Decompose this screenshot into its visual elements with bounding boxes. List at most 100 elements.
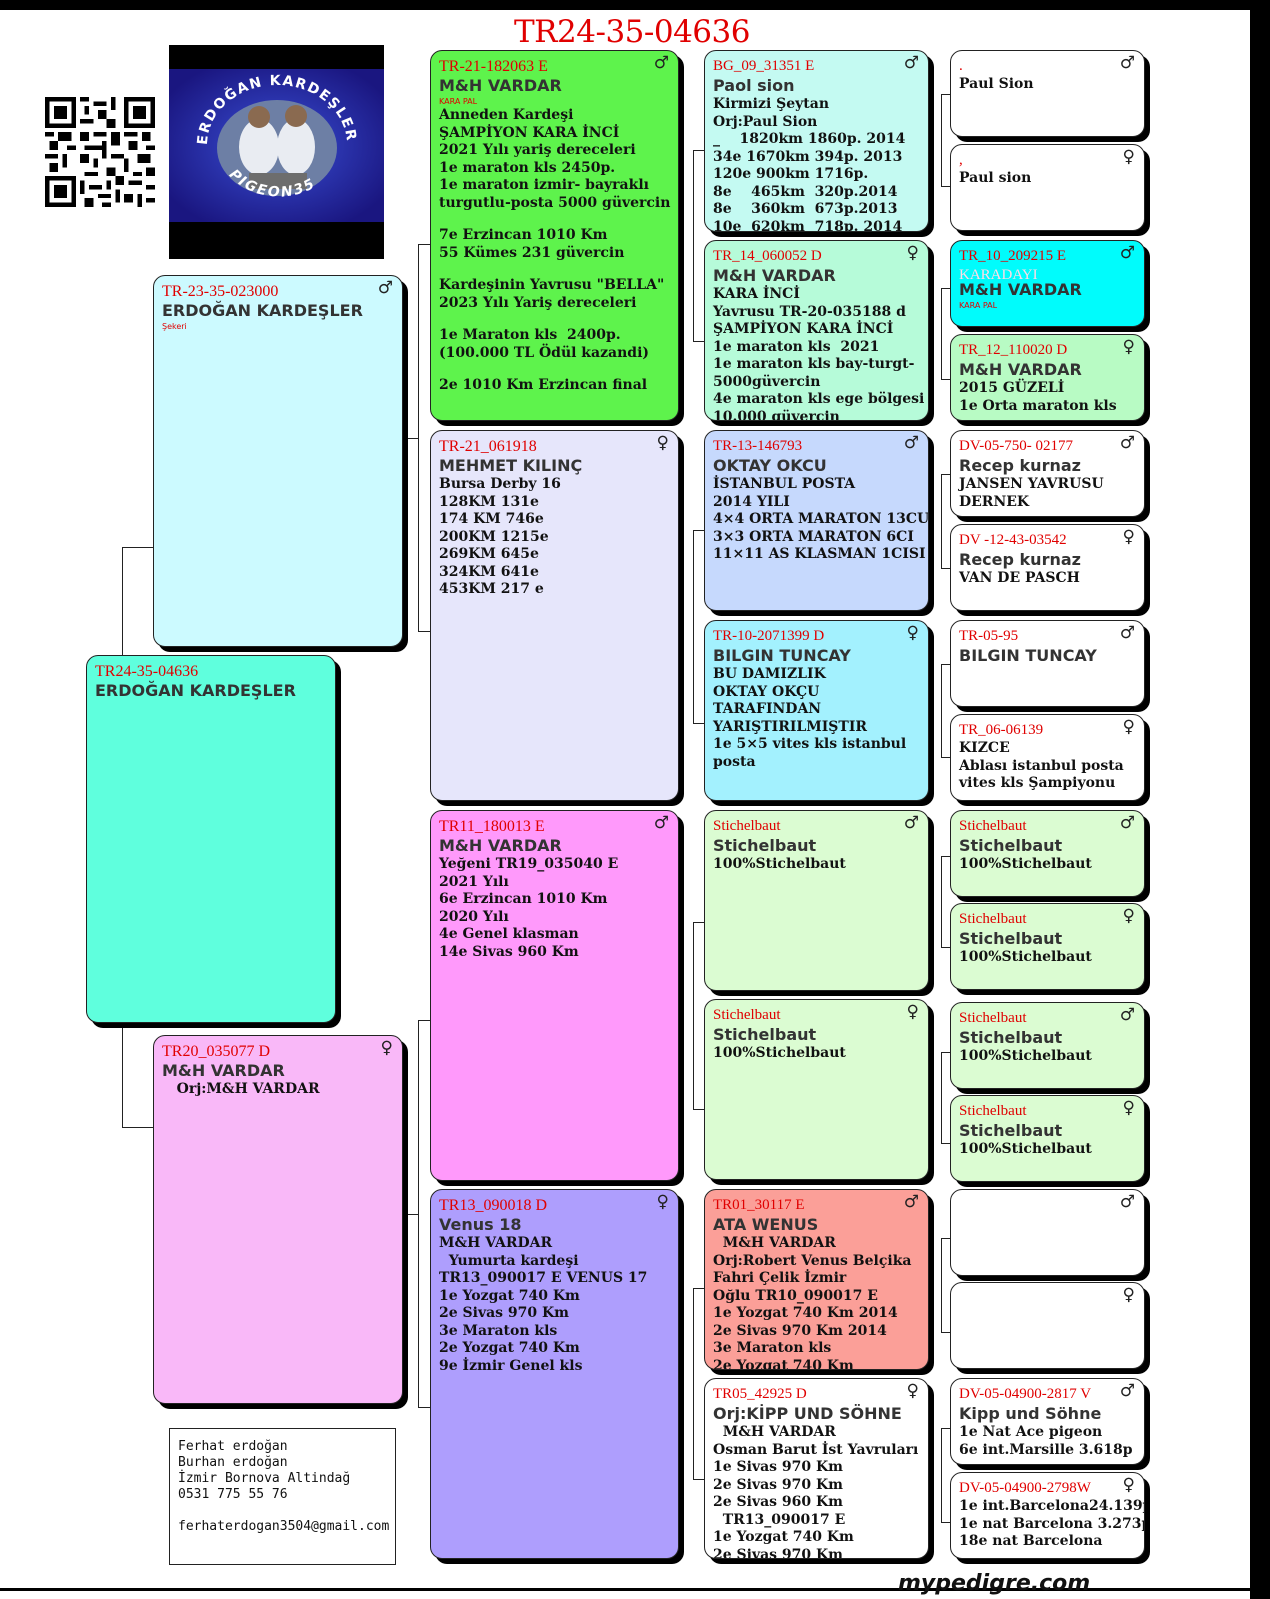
- pedigree-note: 6e int.Marsille 3.618p: [959, 1441, 1133, 1458]
- ring-number: TR_10_209215 E: [959, 248, 1067, 264]
- pedigree-note: Orj:Robert Venus Belçika: [713, 1252, 912, 1269]
- pedigree-note: 8e 465km 320p.2014: [713, 183, 898, 200]
- pedigree-note: _ 1820km 1860p. 2014: [713, 131, 906, 147]
- pedigree-box-g5-1[interactable]: ♂.Paul Sion: [950, 50, 1145, 137]
- female-symbol-icon: ♀: [1122, 906, 1135, 926]
- pedigree-note: 2023 Yılı Yariş dereceleri: [439, 294, 637, 311]
- pigeon-name: OKTAY OKCU: [713, 456, 827, 475]
- pedigree-note: 2015 GÜZELİ: [959, 380, 1065, 396]
- pedigree-note: 269KM 645e: [439, 546, 539, 562]
- female-symbol-icon: ♀: [1122, 337, 1135, 357]
- pigeon-name: MEHMET KILINÇ: [439, 456, 583, 475]
- pigeon-name: Venus 18: [439, 1215, 522, 1234]
- ring-number: BG_09_31351 E: [713, 58, 815, 74]
- male-symbol-icon: ♂: [1119, 1005, 1135, 1025]
- pigeon-name: Stichelbaut: [713, 1025, 817, 1044]
- pigeon-name: Recep kurnaz: [959, 550, 1081, 569]
- ring-number: TR_12_110020 D: [959, 342, 1068, 358]
- male-symbol-icon: ♂: [1119, 1381, 1135, 1401]
- pigeon-nickname: KARADAYI: [959, 267, 1038, 283]
- male-symbol-icon: ♂: [903, 813, 919, 833]
- pedigree-note: 1e Yozgat 740 Km: [439, 1287, 580, 1304]
- female-symbol-icon: ♀: [906, 243, 919, 263]
- pedigree-note: 100%Stichelbaut: [959, 856, 1092, 872]
- pigeon-name: ERDOĞAN KARDEŞLER: [162, 301, 363, 320]
- pedigree-note: 1e maraton kls 2450p.: [439, 159, 616, 176]
- connector-g4-6: [941, 1052, 951, 1144]
- pedigree-box-g5-13[interactable]: ♂: [950, 1189, 1145, 1276]
- connector-g4-4: [941, 664, 951, 758]
- pigeon-name: Stichelbaut: [713, 836, 817, 855]
- ring-number: TR11_180013 E: [439, 818, 545, 835]
- pedigree-note: TARAFINDAN: [713, 701, 822, 717]
- ring-number: TR-21_061918: [439, 438, 537, 455]
- pedigree-note: 100%Stichelbaut: [713, 856, 846, 872]
- connector-dam: [418, 1020, 431, 1408]
- female-symbol-icon: ♀: [906, 623, 919, 643]
- ring-number: DV -12-43-03542: [959, 532, 1067, 548]
- ring-number: Stichelbaut: [959, 818, 1027, 834]
- connector-sire-stub: [403, 438, 418, 439]
- pedigree-note: KARA İNCİ: [713, 286, 800, 302]
- pedigree-note: 1e Yozgat 740 Km: [713, 1529, 854, 1545]
- pigeon-name: ERDOĞAN KARDEŞLER: [95, 681, 296, 700]
- pedigree-note: Orj:M&H VARDAR: [162, 1081, 320, 1097]
- pigeon-nickname: KARA PAL: [439, 97, 478, 106]
- pedigree-note: 100%Stichelbaut: [959, 1141, 1092, 1157]
- pedigree-note: 2020 Yılı: [439, 908, 509, 925]
- pedigree-note: TR13_090017 E VENUS 17: [439, 1270, 648, 1286]
- ring-number: TR-21-182063 E: [439, 58, 548, 75]
- pedigree-note: Kirmizi Şeytan: [713, 96, 830, 112]
- ring-number: TR-10-2071399 D: [713, 628, 825, 644]
- pedigree-note: 11×11 AS KLASMAN 1CISI: [713, 546, 926, 562]
- pedigree-note: turgutlu-posta 5000 güvercin: [439, 194, 671, 211]
- pedigree-note: 1e nat Barcelona 3.273p: [959, 1515, 1145, 1532]
- connector-g4-3: [941, 474, 951, 569]
- ring-number: TR-13-146793: [713, 438, 803, 454]
- pedigree-note: 3e Maraton kls: [713, 1340, 832, 1356]
- pedigree-note: KIZCE: [959, 740, 1010, 756]
- pedigree-box-g5-2[interactable]: ♀,Paul sion: [950, 144, 1145, 231]
- pedigree-note: ŞAMPİYON KARA İNCİ: [713, 321, 894, 337]
- female-symbol-icon: ♀: [1122, 1475, 1135, 1495]
- pedigree-box-g5-14[interactable]: ♀: [950, 1282, 1145, 1369]
- pedigree-note: 200KM 1215e: [439, 528, 549, 545]
- pedigree-note: Kardeşinin Yavrusu "BELLA": [439, 277, 665, 293]
- pedigree-note: JANSEN YAVRUSU: [959, 476, 1104, 492]
- connector-g4-8: [941, 1428, 951, 1523]
- male-symbol-icon: ♂: [653, 53, 669, 73]
- connector-g4-7: [941, 1238, 951, 1333]
- pedigree-note: 9e İzmir Genel kls: [439, 1357, 583, 1374]
- pedigree-note: 2021 Yılı yariş dereceleri: [439, 142, 636, 158]
- contact-line: Burhan erdoğan: [178, 1455, 288, 1470]
- ring-number: Stichelbaut: [959, 911, 1027, 927]
- footer-brand: mypedigre.com: [898, 1571, 1091, 1596]
